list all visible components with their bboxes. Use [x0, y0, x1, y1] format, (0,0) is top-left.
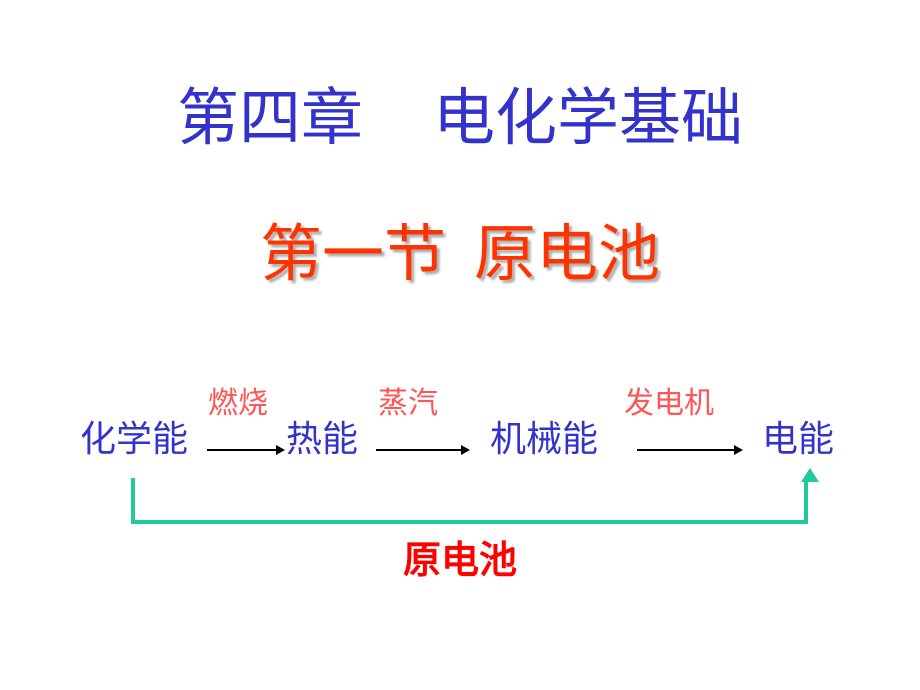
chapter-number: 第四章 [176, 81, 363, 154]
process-generator: 发电机 [624, 386, 714, 421]
node-electric-energy: 电能 [762, 419, 835, 460]
arrow-up-icon [801, 468, 819, 482]
section-number: 第一节 [259, 217, 446, 290]
chapter-title: 第四章电化学基础 [0, 78, 920, 158]
process-combustion: 燃烧 [208, 386, 268, 421]
arrow-right-icon [207, 445, 285, 455]
node-mechanical-energy: 机械能 [490, 419, 599, 460]
node-heat-energy: 热能 [286, 419, 359, 460]
arrow-right-icon [376, 445, 470, 455]
shortcut-connector [131, 478, 808, 524]
arrow-right-icon [637, 445, 743, 455]
section-name: 原电池 [474, 217, 661, 290]
section-title: 第一节原电池 [0, 214, 920, 294]
process-steam: 蒸汽 [378, 386, 438, 421]
chapter-name: 电化学基础 [433, 81, 744, 154]
node-chemical-energy: 化学能 [80, 419, 189, 460]
shortcut-label: 原电池 [402, 538, 517, 582]
